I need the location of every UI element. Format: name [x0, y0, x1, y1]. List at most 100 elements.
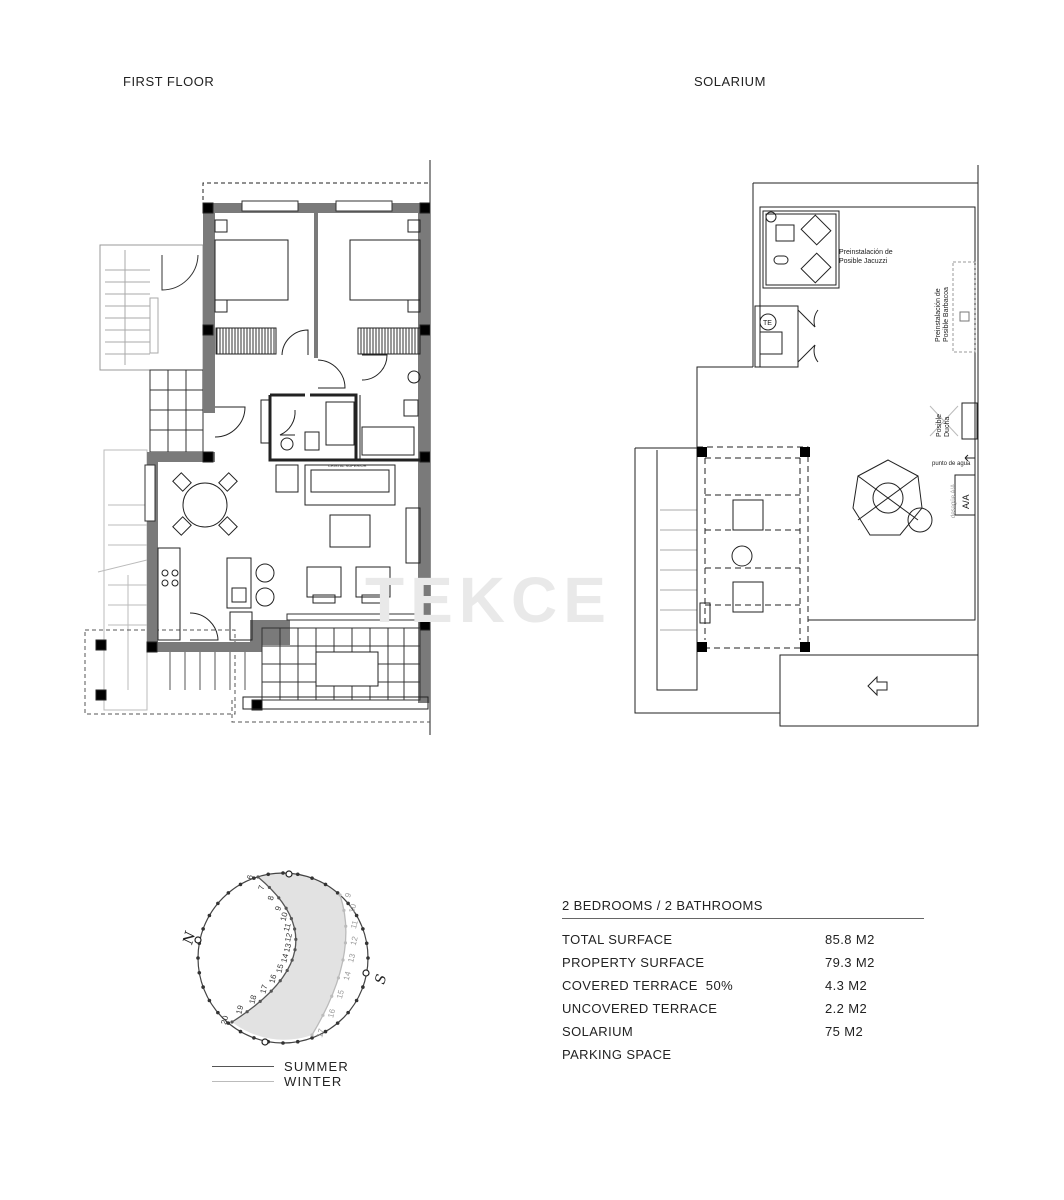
horizon-tick-dot — [281, 871, 285, 875]
summer-hour-dot — [278, 979, 282, 983]
solarium-title: SOLARIUM — [694, 74, 766, 89]
summer-hour-dot — [277, 896, 281, 900]
summer-hour-label: 9 — [273, 905, 283, 912]
compass-marker — [194, 936, 202, 944]
barbecue-grill — [959, 311, 970, 322]
summary-row: PROPERTY SURFACE 79.3 M2 — [562, 951, 924, 974]
summer-hour-dot — [290, 958, 294, 962]
winter-swatch — [212, 1081, 274, 1082]
legend-summer: SUMMER — [212, 1059, 349, 1074]
summer-hour-label: 19 — [234, 1004, 245, 1015]
horizon-tick-dot — [252, 876, 256, 880]
horizon-tick-dot — [354, 998, 359, 1003]
summer-hour-label: 18 — [247, 993, 258, 1004]
winter-hour-label: 17 — [315, 1027, 326, 1038]
winter-hour-dot — [344, 924, 348, 928]
horizon-tick-dot — [238, 1029, 243, 1034]
ac-drain-label: desagüe A/A — [951, 484, 957, 518]
winter-hour-dot — [336, 976, 341, 980]
water-point-label: punto de agua — [932, 461, 971, 467]
terrace-railing — [242, 696, 429, 710]
row-label: SOLARIUM — [562, 1024, 634, 1039]
winter-hour-dot — [321, 1013, 325, 1017]
row-label: PROPERTY SURFACE — [562, 955, 705, 970]
horizon-tick-dot — [335, 891, 340, 895]
horizon-tick-dot — [323, 882, 328, 887]
north-label: N — [180, 929, 199, 947]
shower-label-2: Ducha — [944, 417, 951, 437]
summer-hour-label: 7 — [257, 884, 267, 891]
horizon-tick-dot — [364, 941, 369, 946]
jacuzzi-label-1: Preinstalación de — [839, 249, 893, 256]
summer-hour-dot — [256, 875, 260, 879]
summer-hour-label: 20 — [219, 1014, 230, 1025]
winter-hour-label: 12 — [349, 935, 360, 946]
parapet — [759, 206, 976, 621]
horizon-tick-dot — [346, 901, 350, 906]
horizon-tick-dot — [361, 927, 365, 931]
horizon-tick-dot — [335, 1021, 340, 1025]
watermark-logo: TEKCE — [365, 564, 612, 636]
first-floor-title: FIRST FLOOR — [123, 74, 215, 89]
horizon-tick-dot — [207, 913, 212, 918]
horizon-tick-dot — [196, 956, 200, 960]
horizon-tick-dot — [216, 1010, 220, 1015]
horizon-tick-dot — [226, 1021, 231, 1025]
row-label: UNCOVERED TERRACE — [562, 1001, 718, 1016]
winter-hour-dot — [343, 941, 348, 945]
horizon-tick-dot — [197, 970, 202, 975]
pergola-columns — [697, 447, 810, 652]
compass-marker — [362, 969, 370, 977]
summer-hour-label: 15 — [274, 963, 285, 974]
sun-path-chart: 6789101112131415161718192091011121314151… — [180, 870, 390, 1046]
terrace-table — [315, 651, 379, 687]
summer-hour-dot — [284, 906, 288, 910]
winter-hour-dot — [330, 994, 334, 998]
row-label: COVERED TERRACE 50% — [562, 978, 734, 993]
barbecue — [952, 261, 976, 353]
bed-2 — [349, 219, 421, 313]
terrace-tiles — [169, 627, 421, 701]
legend-summer-label: SUMMER — [284, 1059, 349, 1074]
horizon-tick-dot — [366, 956, 370, 960]
row-label: TOTAL SURFACE — [562, 932, 673, 947]
horizon-tick-dot — [252, 1036, 256, 1040]
winter-hour-label: 13 — [346, 952, 357, 963]
horizon-tick-dot — [207, 998, 212, 1003]
first-floor-plan: CRISTAL SUPERIOR — [84, 160, 431, 735]
horizon-tick-dot — [266, 872, 271, 877]
winter-hour-label: 14 — [342, 970, 353, 981]
shower-label-1: Posible — [936, 414, 943, 437]
summer-hour-label: 14 — [279, 952, 290, 963]
horizon-tick-dot — [346, 1010, 350, 1015]
winter-hour-dot — [310, 1033, 314, 1037]
summer-hour-dot — [267, 885, 272, 890]
horizon-tick-dot — [361, 985, 365, 989]
row-value: 79.3 M2 — [825, 955, 875, 970]
winter-hour-dot — [342, 908, 346, 912]
summer-hour-dot — [269, 989, 273, 993]
summer-swatch — [212, 1066, 274, 1067]
arrow-left-icon — [867, 675, 888, 697]
summer-hour-label: 17 — [258, 983, 269, 994]
sun-exposure-area — [232, 873, 346, 1040]
south-label: S — [372, 973, 390, 986]
horizon-tick-dot — [354, 913, 359, 918]
row-label: PARKING SPACE — [562, 1047, 672, 1062]
compass-marker — [261, 1038, 269, 1046]
summer-hour-label: 11 — [282, 922, 293, 933]
summary-row: PARKING SPACE — [562, 1043, 924, 1066]
parking-area — [779, 654, 979, 727]
sunbeds — [699, 499, 764, 624]
horizon-tick-dot — [226, 891, 231, 895]
horizon-tick-dot — [201, 985, 205, 989]
wardrobes — [215, 327, 421, 355]
horizon-tick-dot — [216, 901, 220, 906]
jacuzzi-label-2: Posible Jacuzzi — [839, 258, 888, 265]
winter-hour-dot — [341, 958, 345, 962]
shower — [929, 402, 978, 440]
horizon-tick-dot — [201, 927, 205, 931]
